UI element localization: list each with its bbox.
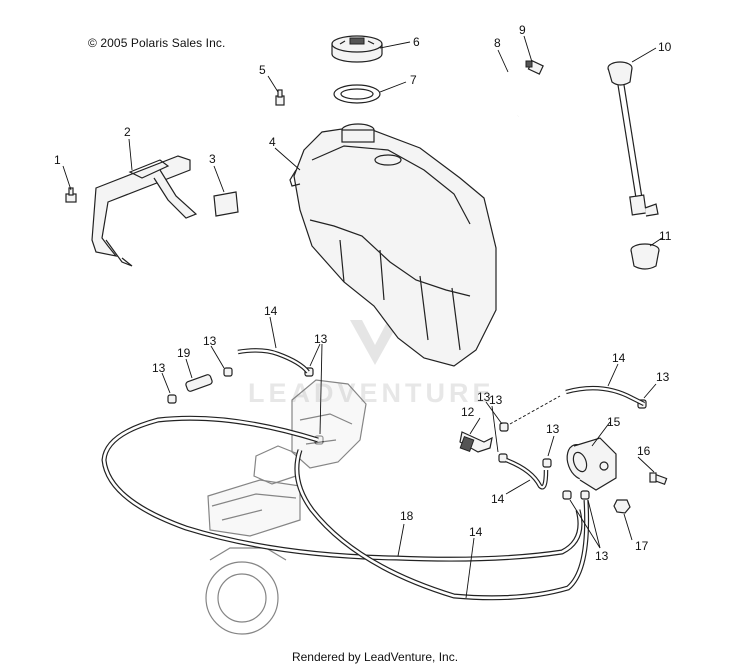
hose-14-lower xyxy=(294,449,590,601)
fuel-level-sender xyxy=(607,61,659,217)
callout-12: 12 xyxy=(461,405,475,419)
callout-5: 5 xyxy=(259,63,266,77)
callout-13-e: 13 xyxy=(546,422,560,436)
callout-16: 16 xyxy=(637,444,651,458)
bolt-16 xyxy=(649,472,668,485)
callout-11: 11 xyxy=(659,229,672,243)
callout-7: 7 xyxy=(410,73,417,87)
callout-13-a: 13 xyxy=(152,361,166,375)
leader-lines xyxy=(62,35,663,599)
callout-2: 2 xyxy=(124,125,131,139)
callout-13-h: 13 xyxy=(489,393,503,407)
fuel-tank xyxy=(289,123,497,367)
hose-14-upper-left xyxy=(237,348,310,374)
vent-valve xyxy=(525,60,544,75)
render-credit: Rendered by LeadVenture, Inc. xyxy=(291,650,459,664)
nut-17 xyxy=(613,499,631,514)
foam-pad xyxy=(213,191,239,217)
callout-4: 4 xyxy=(269,135,276,149)
callout-10: 10 xyxy=(658,40,672,54)
hose-14-short xyxy=(505,457,549,490)
cap-gasket xyxy=(333,84,381,104)
callout-13-f: 13 xyxy=(656,370,670,384)
tank-bracket xyxy=(91,155,198,267)
fuel-pump xyxy=(566,437,617,491)
callout-19: 19 xyxy=(177,346,191,360)
callout-15: 15 xyxy=(607,415,621,429)
callout-14-a: 14 xyxy=(264,304,278,318)
elbow-fitting xyxy=(459,431,493,453)
watermark-text: LEADVENTURE xyxy=(248,378,495,408)
bolt-5 xyxy=(275,89,285,106)
grommet xyxy=(630,243,660,270)
hose-14-right xyxy=(565,385,646,407)
watermark-logo xyxy=(350,320,400,365)
callout-14-b: 14 xyxy=(612,351,626,365)
callout-9: 9 xyxy=(519,23,526,37)
callout-14-c: 14 xyxy=(491,492,505,506)
engine-assembly xyxy=(205,379,367,635)
callout-6: 6 xyxy=(413,35,420,49)
copyright-notice: © 2005 Polaris Sales Inc. xyxy=(88,36,226,50)
inline-fitting xyxy=(185,374,213,392)
callout-8: 8 xyxy=(494,36,501,50)
callout-13-b: 13 xyxy=(203,334,217,348)
callout-17: 17 xyxy=(635,539,649,553)
callout-14-d: 14 xyxy=(469,525,483,539)
fuel-cap xyxy=(331,35,383,63)
callout-1: 1 xyxy=(54,153,61,167)
screw-1 xyxy=(65,187,77,203)
callout-13-g: 13 xyxy=(595,549,609,563)
callout-13-d: 13 xyxy=(477,390,491,404)
callout-18: 18 xyxy=(400,509,414,523)
callout-3: 3 xyxy=(209,152,216,166)
callout-13-c: 13 xyxy=(314,332,328,346)
